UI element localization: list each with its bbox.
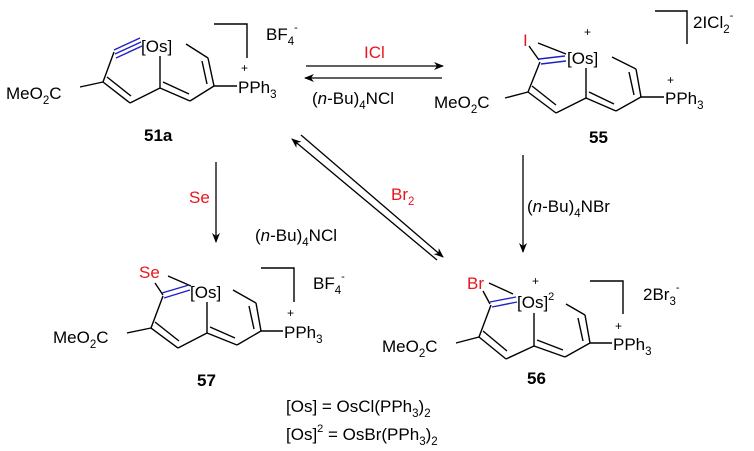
reagent-nbu4ncl-top: (n-Bu)4NCl	[312, 89, 394, 112]
compound-label: 51a	[144, 126, 173, 145]
arrow-55-56: (n-Bu)4NBr	[519, 155, 610, 253]
reagent-nbu4ncl-mid: (n-Bu)4NCl	[255, 226, 337, 249]
metal-label: [Os]	[141, 37, 172, 56]
phosphonium-charge: +	[667, 73, 674, 87]
bromine-atom: Br	[467, 274, 484, 293]
phosphonium-group: PPh3	[665, 89, 704, 112]
counterion: BF4-	[313, 271, 345, 297]
selenium-atom: Se	[139, 263, 160, 282]
phosphonium-group: PPh3	[284, 323, 323, 346]
metal-charge: +	[584, 25, 591, 39]
reagent-se: Se	[189, 188, 210, 207]
counterion: 2Br3-	[643, 282, 680, 308]
phosphonium-group: PPh3	[238, 78, 277, 101]
phosphonium-charge: +	[287, 306, 294, 320]
legend-line-2: [Os]2 = OsBr(PPh3)2	[286, 423, 438, 448]
arrow-51a-57: Se	[189, 162, 220, 243]
compound-57: Se [Os] MeO2C + PPh3 BF4- 57	[53, 263, 345, 390]
metal-label: [Os]2	[517, 291, 554, 312]
counterion: 2ICl2-	[693, 10, 734, 36]
compound-label: 57	[197, 371, 216, 390]
reagent-nbu4nbr: (n-Bu)4NBr	[527, 197, 610, 220]
reagent-icl: ICl	[364, 43, 385, 62]
metal-charge: +	[532, 274, 539, 288]
equilibrium-51a-56: Br2 (n-Bu)4NCl	[255, 134, 444, 261]
compound-label: 56	[527, 369, 546, 388]
phosphonium-charge: +	[241, 61, 248, 75]
ester-group: MeO2C	[6, 84, 62, 107]
counterion: BF4-	[266, 22, 298, 48]
ester-group: MeO2C	[53, 328, 109, 351]
compound-label: 55	[589, 128, 608, 147]
iodine-atom: I	[523, 31, 528, 50]
legend: [Os] = OsCl(PPh3)2 [Os]2 = OsBr(PPh3)2	[286, 397, 438, 448]
metal-label: [Os]	[190, 283, 221, 302]
compound-56: Br + [Os]2 MeO2C + PPh3 2Br3- 56	[382, 274, 680, 388]
compound-55: I + [Os] MeO2C + PPh3 2ICl2- 55	[434, 10, 734, 147]
phosphonium-charge: +	[615, 319, 622, 333]
legend-line-1: [Os] = OsCl(PPh3)2	[286, 397, 431, 420]
equilibrium-51a-55: ICl (n-Bu)4NCl	[304, 43, 444, 112]
reagent-br2: Br2	[391, 185, 414, 208]
ester-group: MeO2C	[434, 93, 490, 116]
phosphonium-group: PPh3	[613, 335, 652, 358]
compound-51a: [Os] MeO2C + PPh3 BF4- 51a	[6, 22, 298, 145]
ester-group: MeO2C	[382, 337, 438, 360]
metal-label: [Os]	[567, 49, 598, 68]
